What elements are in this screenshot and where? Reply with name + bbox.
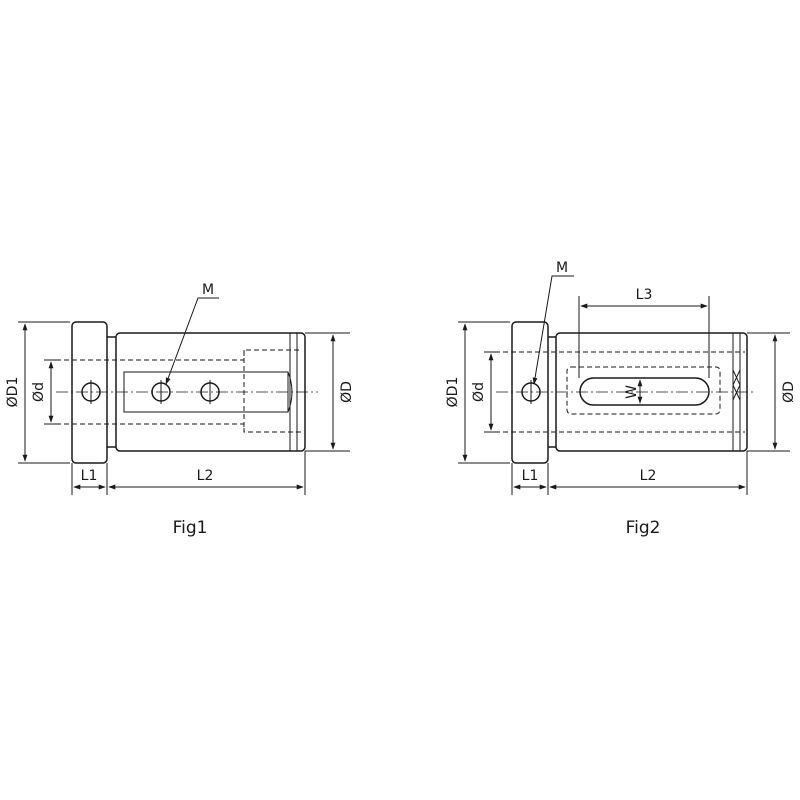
fig1-caption: Fig1 xyxy=(173,518,208,538)
fig2-dim-d: Ød xyxy=(471,382,487,402)
fig2-dim-W: W xyxy=(624,385,640,399)
fig2-caption: Fig2 xyxy=(626,518,661,538)
fig2-dim-D: ØD xyxy=(781,381,797,403)
fig1-screw-hole xyxy=(200,380,220,404)
fig2-dim-L2: L2 xyxy=(640,468,657,484)
fig1-bore xyxy=(56,349,302,433)
fig2-pocket xyxy=(566,366,721,415)
fig2-slot xyxy=(579,377,710,406)
figure-2: ØD1 Ød ØD L3 W L1 L2 M Fig2 xyxy=(445,260,797,538)
fig1-dim-D1: ØD1 xyxy=(5,377,21,408)
fig2-flange xyxy=(511,321,549,464)
fig2-dim-L3: L3 xyxy=(636,287,653,303)
fig2-dim-L1: L1 xyxy=(522,468,539,484)
fig1-flange xyxy=(71,321,108,464)
fig2-screw-hole xyxy=(521,380,541,404)
fig1-label-M: M xyxy=(202,282,214,298)
fig1-dim-d: Ød xyxy=(31,382,47,402)
fig2-dim-D1: ØD1 xyxy=(445,377,461,408)
fig1-dim-L1: L1 xyxy=(81,468,98,484)
fig1-screw-hole xyxy=(81,380,101,404)
fig1-screw-hole xyxy=(151,380,171,404)
figure-1: ØD1 Ød ØD L1 L2 M Fig1 xyxy=(5,282,355,538)
fig2-label-M: M xyxy=(556,260,568,276)
fig1-dim-D: ØD xyxy=(339,381,355,403)
fig1-dim-L2: L2 xyxy=(197,468,214,484)
